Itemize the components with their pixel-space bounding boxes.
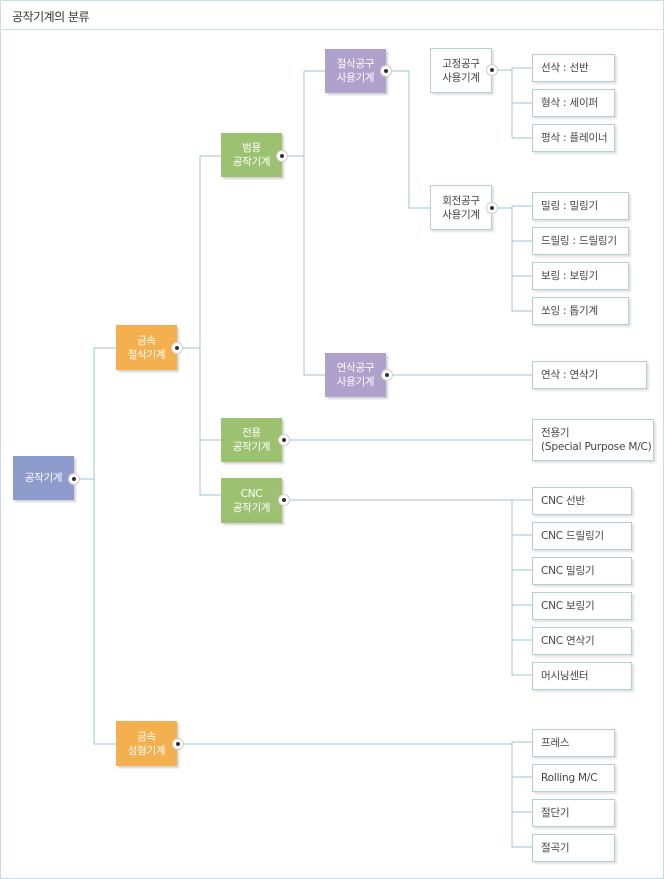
node-rotary-tool-machine: 회전공구 사용기계 [430, 185, 492, 230]
connector-dot-icon [278, 494, 290, 506]
connector-rotary [497, 205, 532, 312]
leaf-cnc-grinder: CNC 연삭기 [532, 627, 632, 655]
leaf-cnc-drill: CNC 드릴링기 [532, 522, 632, 550]
connector-dot-icon [171, 342, 183, 354]
leaf-planing: 평삭 : 플레이너 [532, 124, 615, 152]
connector-dot-icon [172, 738, 184, 750]
connector-dot-icon [68, 473, 80, 485]
connector-general [288, 70, 325, 376]
node-metal-forming: 금속 성형기계 [116, 721, 177, 766]
leaf-sawing: 쏘잉 : 톱기계 [532, 297, 629, 325]
leaf-machining-center: 머시닝센터 [532, 662, 632, 690]
leaf-milling: 밀링 : 밀링기 [532, 192, 629, 220]
node-dedicated-machine: 전용 공작기계 [221, 418, 282, 462]
connector-cutting-tool [392, 70, 430, 209]
leaf-press: 프레스 [532, 729, 615, 757]
title-bar: 공작기계의 분류 [1, 1, 663, 30]
leaf-drilling: 드릴링 : 드릴링기 [532, 227, 629, 255]
connector-dot-icon [380, 65, 392, 77]
node-root: 공작기계 [13, 456, 74, 500]
connector-dot-icon [278, 434, 290, 446]
connector-cnc [288, 499, 532, 676]
connector-root [80, 347, 116, 745]
diagram-title: 공작기계의 분류 [12, 10, 90, 24]
connector-dot-icon [381, 369, 393, 381]
node-cnc-machine: CNC 공작기계 [221, 478, 282, 523]
leaf-cutter: 절단기 [532, 799, 615, 827]
node-metal-cutting: 금속 절삭기계 [116, 325, 177, 370]
leaf-special-purpose: 전용기 (Special Purpose M/C) [532, 419, 654, 461]
connector-dot-icon [486, 202, 498, 214]
leaf-cnc-lathe: CNC 선반 [532, 487, 632, 515]
leaf-bender: 절곡기 [532, 834, 615, 862]
connector-forming [184, 741, 532, 848]
leaf-turning: 선삭 : 선반 [532, 54, 615, 82]
node-fixed-tool-machine: 고정공구 사용기계 [430, 48, 492, 93]
leaf-cnc-mill: CNC 밀링기 [532, 557, 632, 585]
connector-dot-icon [276, 150, 288, 162]
connector-cutting [182, 155, 221, 496]
leaf-rolling: Rolling M/C [532, 764, 615, 792]
connector-dot-icon [486, 64, 498, 76]
leaf-boring: 보링 : 보링기 [532, 262, 629, 290]
leaf-cnc-boring: CNC 보링기 [532, 592, 632, 620]
node-grinding-tool-machine: 연삭공구 사용기계 [325, 353, 386, 397]
connector-fixed [497, 67, 532, 139]
leaf-grinding: 연삭 : 연삭기 [532, 361, 647, 389]
leaf-shaping: 형삭 : 세이퍼 [532, 89, 615, 117]
node-general-machine: 범용 공작기계 [221, 133, 282, 177]
node-cutting-tool-machine: 절삭공구 사용기계 [325, 49, 386, 93]
